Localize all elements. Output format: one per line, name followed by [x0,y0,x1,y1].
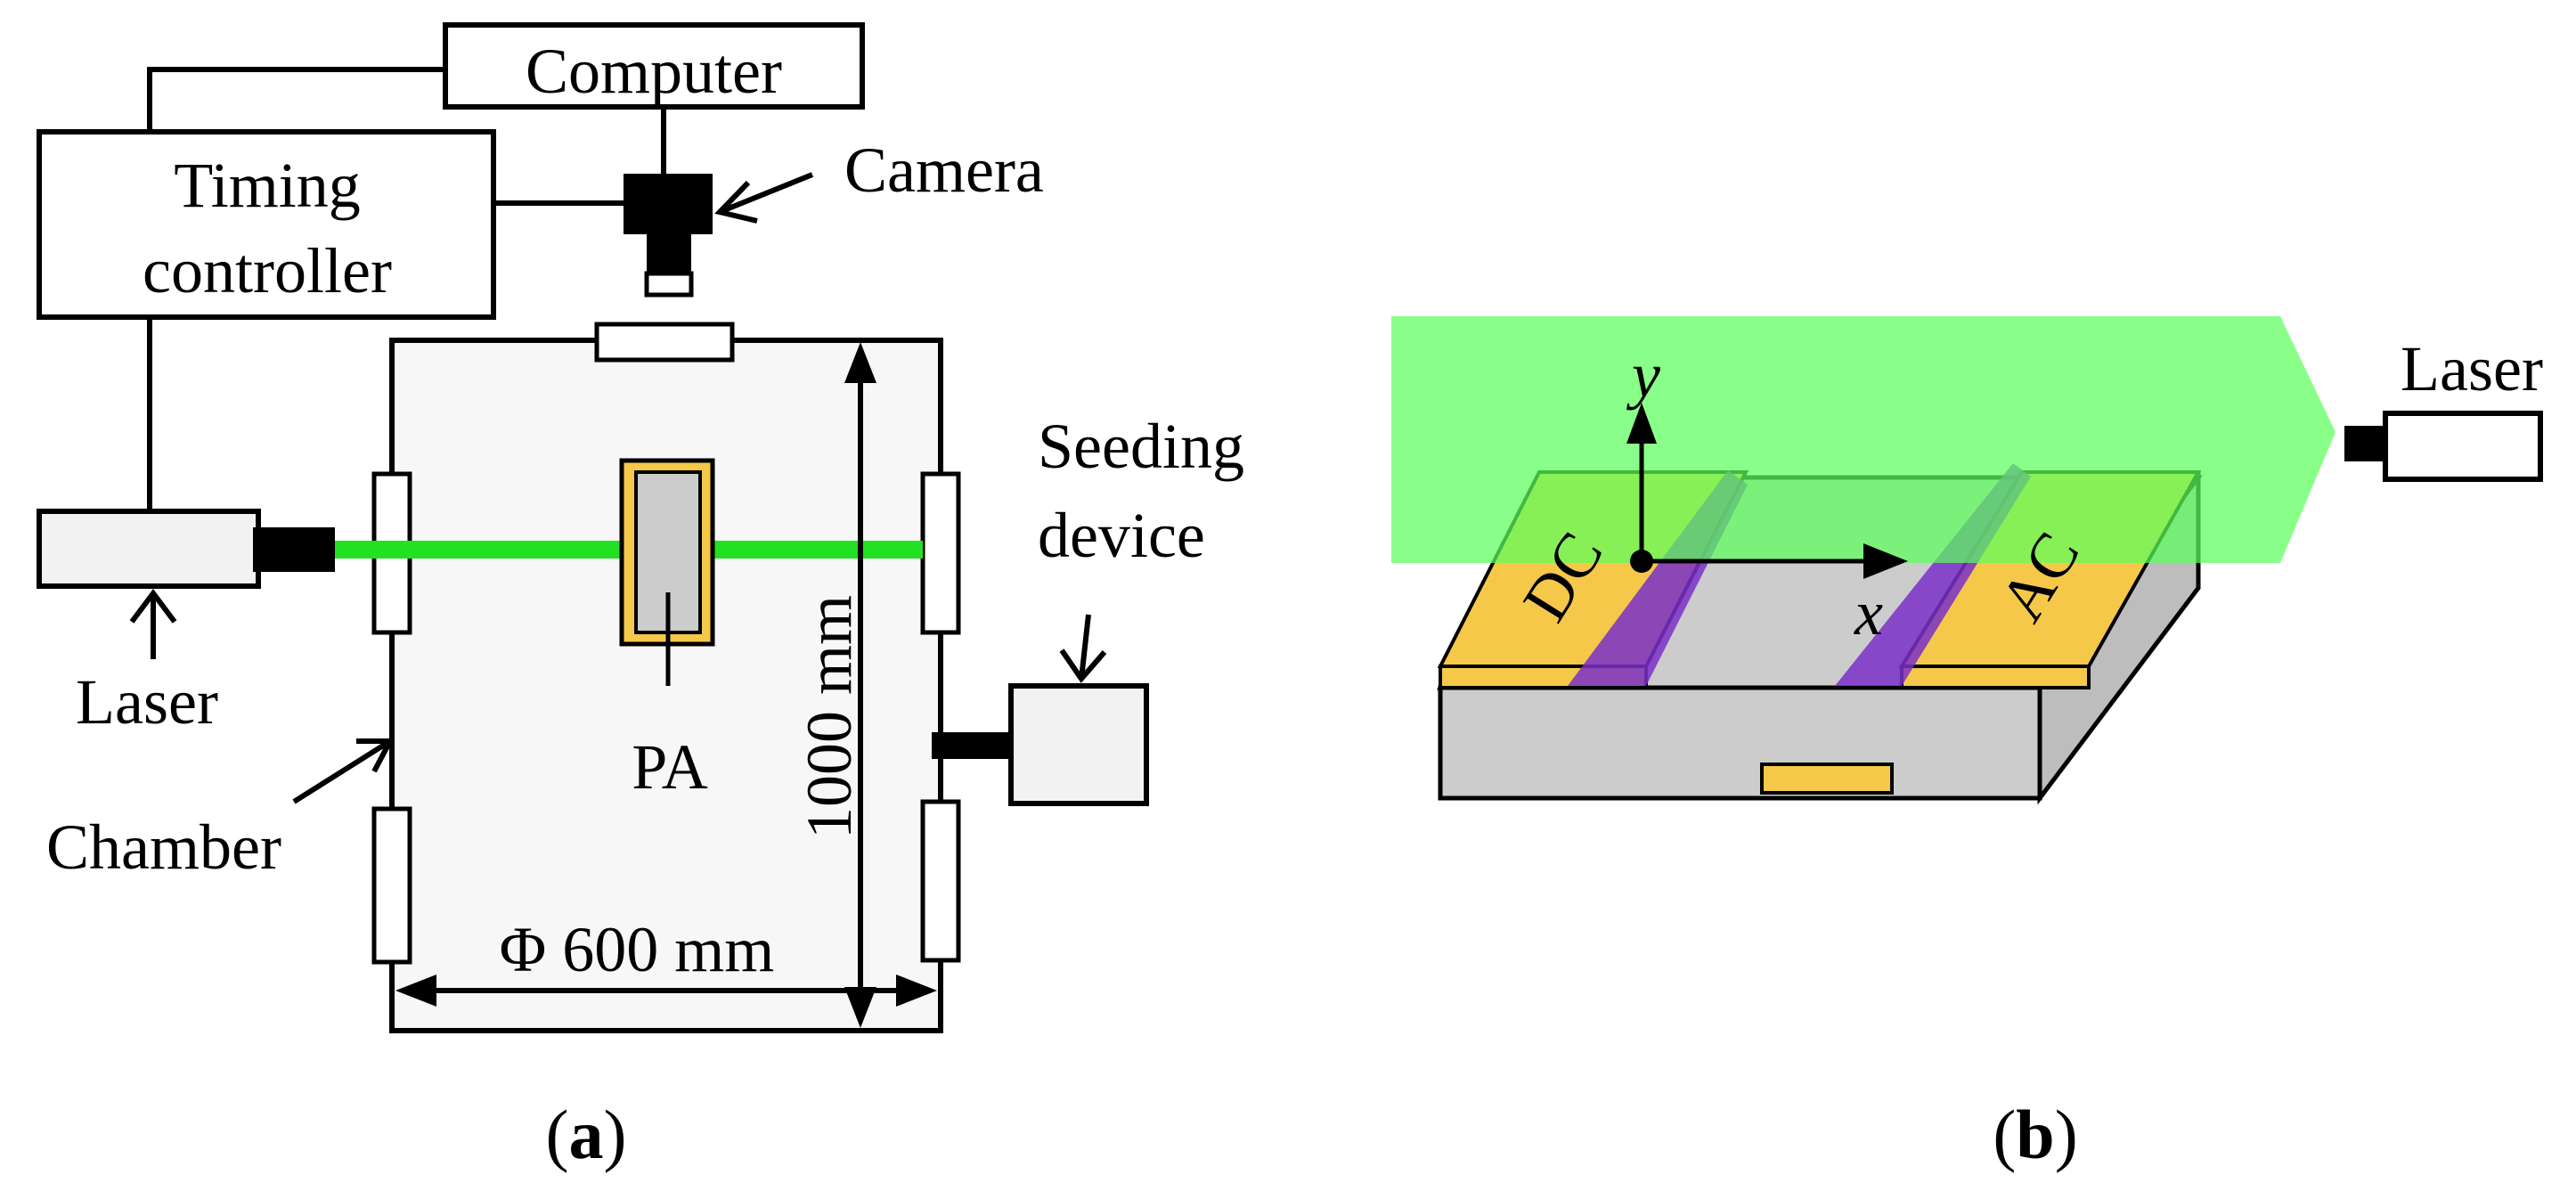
seeding-nozzle [932,732,1011,759]
ac-electrode-front [1900,665,2091,689]
axis-x-label: x [1854,577,1883,648]
laser-label-b: Laser [2401,333,2543,404]
caption-b-letter: b [2016,1096,2054,1173]
seeding-arrow [1059,614,1107,683]
laser-sheet [1391,316,2336,563]
camera-icon [624,174,713,298]
laser-nozzle [253,527,335,572]
width-dimension-arrow [395,975,937,1007]
camera-label: Camera [844,135,1044,206]
chamber-window-top [594,322,735,363]
dielectric-front [1438,685,2042,801]
laser-box-b [2383,411,2543,482]
laser-label-a: Laser [76,666,218,738]
caption-a-letter: a [569,1096,604,1173]
caption-a: (a) [546,1096,627,1173]
panel-b: Laser DC AC x y (b) [1391,316,2543,1173]
camera-arrow [714,172,814,224]
chamber-window-right-lower [920,799,961,963]
caption-a-open: ( [546,1096,569,1173]
chamber-label: Chamber [46,812,281,883]
buried-electrode [1760,763,1894,795]
caption-b-close: ) [2055,1096,2078,1173]
height-dimension-label: 1000 mm [794,595,865,839]
computer-box [443,22,865,110]
timing-label-line1: Timing [174,150,360,221]
axis-y-label: y [1626,339,1660,411]
seeding-label-line1: Seeding [1038,411,1244,482]
timing-label-line2: controller [143,235,392,306]
computer-label: Computer [526,36,782,107]
chamber-window-right-upper [920,471,961,635]
wire-computer-timing [147,67,445,129]
width-dimension-label: Φ 600 mm [500,914,775,985]
laser-nozzle-b [2344,426,2387,461]
seeding-device-box [1008,683,1149,806]
laser-box [37,509,261,589]
pa-label: PA [632,731,707,803]
caption-b-open: ( [1993,1096,2016,1173]
timing-controller-box [37,129,496,320]
coordinate-axes [1626,403,1908,579]
height-dimension-arrow [844,342,876,1028]
chamber-arrow [292,738,395,804]
caption-b: (b) [1993,1096,2077,1173]
plasma-actuator [619,458,715,686]
chamber-window-left-lower [371,806,412,965]
panel-a: Computer Timing controller Camera [37,22,1244,1173]
laser-arrow [129,589,177,659]
seeding-label-line2: device [1038,500,1205,571]
caption-a-close: ) [604,1096,627,1173]
